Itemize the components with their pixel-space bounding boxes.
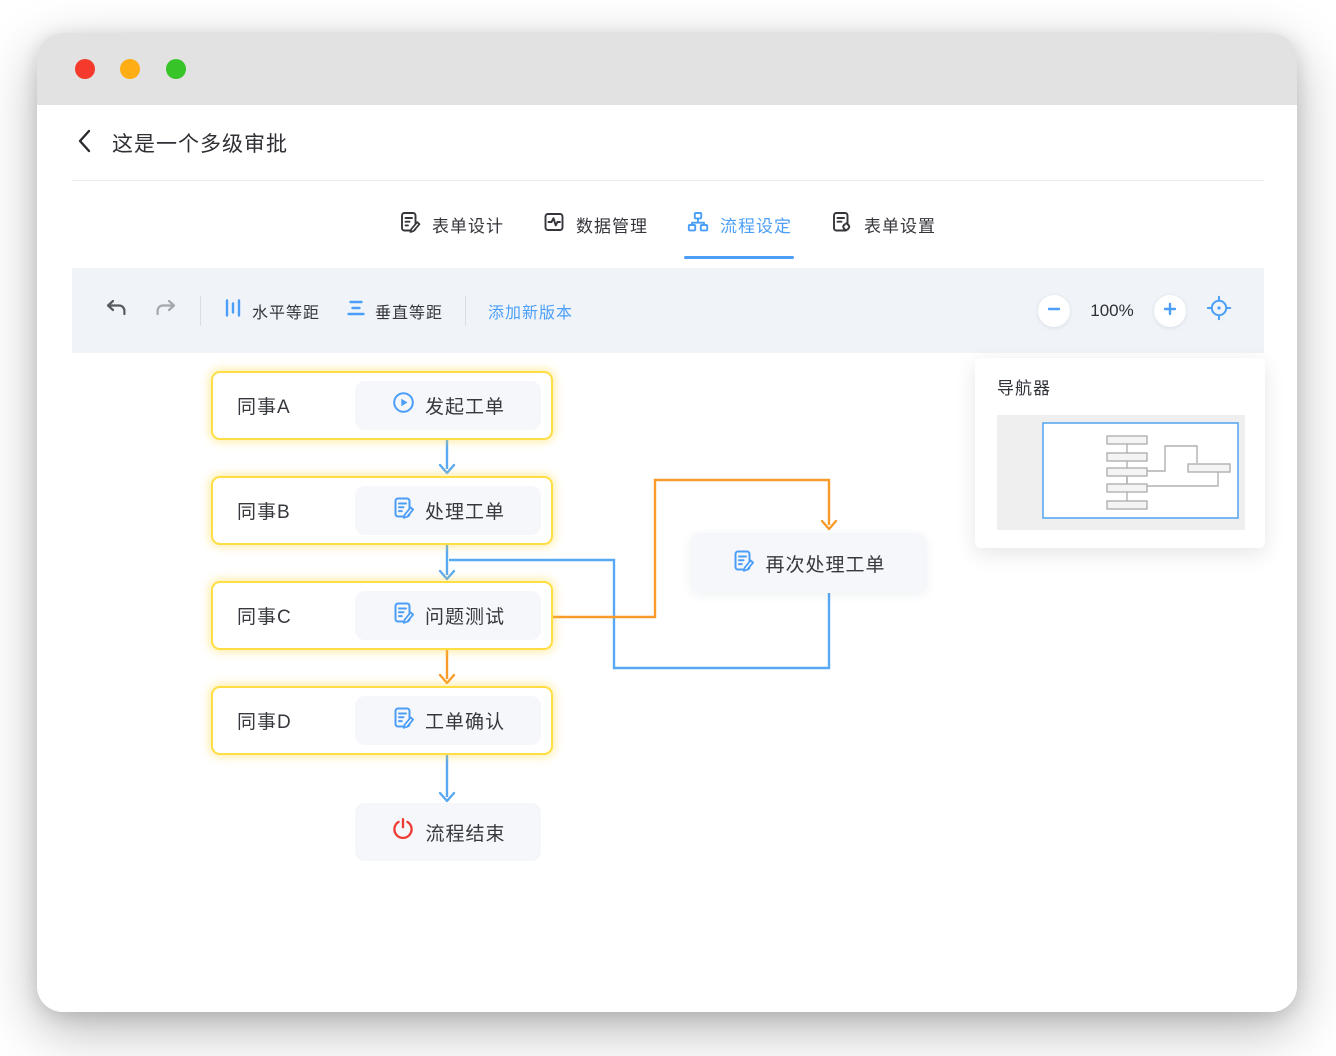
redo-button[interactable] (150, 293, 182, 328)
navigator-title: 导航器 (997, 379, 1051, 398)
flow-node-colleague-c[interactable]: 同事C 问题测试 (211, 581, 553, 650)
node-task-label: 发起工单 (424, 397, 505, 418)
doc-edit-icon (731, 548, 756, 579)
tab-bar: 表单设计 数据管理 (37, 181, 1297, 268)
vertical-spacing-button[interactable]: 垂直等距 (342, 294, 447, 327)
close-window-button[interactable] (75, 59, 95, 79)
toolbar-right-group: 100% (1038, 291, 1236, 330)
node-task-chip: 发起工单 (355, 381, 541, 430)
chevron-left-icon (74, 128, 96, 157)
tab-label: 表单设置 (864, 217, 936, 236)
zoom-window-button[interactable] (166, 59, 186, 79)
horizontal-spacing-icon (223, 298, 243, 323)
toolbar-divider (465, 295, 467, 326)
node-task-label: 流程结束 (425, 823, 506, 845)
zoom-in-button[interactable] (1154, 294, 1186, 327)
zoom-out-button[interactable] (1038, 294, 1070, 327)
flow-node-colleague-d[interactable]: 同事D 工单确认 (211, 686, 553, 755)
tab-label: 表单设计 (432, 217, 504, 236)
header: 这是一个多级审批 (37, 105, 1297, 180)
vertical-spacing-icon (346, 298, 366, 323)
tab-form-settings[interactable]: 表单设置 (828, 181, 938, 268)
form-settings-icon (830, 210, 854, 239)
minus-icon (1046, 301, 1062, 320)
doc-edit-icon (391, 600, 416, 631)
node-assignee: 同事D (237, 712, 292, 733)
node-task-label: 问题测试 (424, 607, 505, 628)
vertical-spacing-label: 垂直等距 (375, 304, 444, 322)
tab-active-underline (684, 256, 794, 259)
header-divider (72, 180, 1264, 181)
locate-button[interactable] (1202, 291, 1236, 330)
flow-toolbar: 水平等距 垂直等距 添加新版本 (72, 268, 1264, 353)
tab-data-manage[interactable]: 数据管理 (540, 181, 650, 268)
flow-layer: 同事A 发起工单 同事B (37, 33, 1297, 1012)
undo-button[interactable] (100, 293, 132, 328)
flow-node-colleague-b[interactable]: 同事B 处理工单 (211, 476, 553, 545)
toolbar-left-group: 水平等距 垂直等距 添加新版本 (100, 293, 577, 328)
window-titlebar (37, 33, 1297, 105)
page-title: 这是一个多级审批 (112, 132, 288, 156)
node-assignee: 同事B (237, 502, 291, 523)
zoom-level-value: 100% (1090, 300, 1134, 320)
flow-setting-icon (686, 210, 710, 239)
tab-label: 数据管理 (576, 217, 648, 236)
node-task-label: 再次处理工单 (765, 554, 886, 576)
node-task-chip: 问题测试 (355, 591, 541, 640)
doc-edit-icon (391, 495, 416, 526)
node-assignee: 同事C (237, 607, 292, 628)
navigator-minimap[interactable] (997, 415, 1245, 530)
tab-label: 流程设定 (720, 217, 792, 236)
undo-icon (104, 297, 128, 324)
horizontal-spacing-button[interactable]: 水平等距 (219, 294, 324, 327)
tab-flow-setting[interactable]: 流程设定 (684, 181, 794, 268)
minimap-graphic (1042, 422, 1239, 519)
app-window: 这是一个多级审批 表单设计 (37, 33, 1297, 1012)
doc-edit-icon (391, 705, 416, 736)
play-icon (391, 390, 416, 421)
form-design-icon (398, 210, 422, 239)
horizontal-spacing-label: 水平等距 (252, 304, 321, 322)
node-task-chip: 处理工单 (355, 486, 541, 535)
plus-icon (1162, 301, 1178, 320)
toolbar-divider (200, 295, 201, 326)
node-assignee: 同事A (237, 397, 291, 418)
flow-node-colleague-a[interactable]: 同事A 发起工单 (211, 371, 553, 440)
flow-node-retry[interactable]: 再次处理工单 (690, 533, 927, 593)
flow-node-end[interactable]: 流程结束 (355, 803, 541, 861)
back-button[interactable] (72, 126, 98, 159)
node-task-label: 处理工单 (424, 502, 505, 523)
data-manage-icon (542, 210, 566, 239)
redo-icon (154, 297, 178, 324)
add-version-button[interactable]: 添加新版本 (484, 295, 577, 327)
node-task-chip: 工单确认 (355, 696, 541, 745)
power-icon (390, 816, 416, 848)
crosshair-target-icon (1206, 295, 1232, 326)
tab-form-design[interactable]: 表单设计 (396, 181, 506, 268)
minimize-window-button[interactable] (120, 59, 140, 79)
navigator-panel: 导航器 (975, 358, 1265, 548)
node-task-label: 工单确认 (424, 712, 505, 733)
